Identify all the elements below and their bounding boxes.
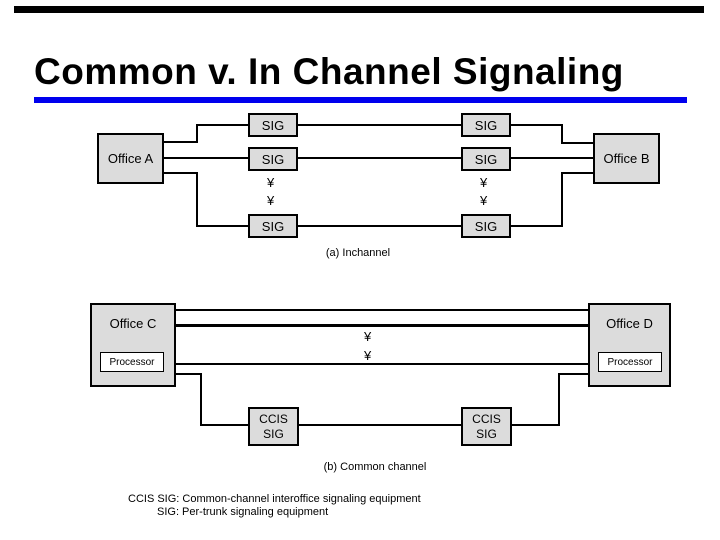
connector-line — [196, 225, 248, 227]
trunk-line — [176, 324, 588, 327]
office-b-label: Office B — [603, 151, 650, 166]
connector-line — [298, 225, 461, 227]
sig-box-right-3: SIG — [461, 214, 511, 238]
connector-line — [298, 157, 461, 159]
office-a-box: Office A — [97, 133, 164, 184]
office-b-box: Office B — [593, 133, 660, 184]
connector-line — [164, 141, 198, 143]
ccis-label: CCIS — [472, 411, 501, 426]
processor-box-right: Processor — [598, 352, 662, 372]
diagram-b-caption: (b) Common channel — [323, 461, 427, 473]
connector-line — [176, 373, 202, 375]
connector-line — [200, 373, 202, 426]
slide-title: Common v. In Channel Signaling — [34, 51, 624, 92]
ccis-sig-box-right: CCIS SIG — [461, 407, 512, 446]
office-d-box: Office D — [588, 303, 671, 387]
sig-label: SIG — [263, 426, 284, 441]
sig-label: SIG — [261, 218, 285, 234]
top-border-bar — [14, 6, 704, 13]
connector-line — [561, 124, 563, 144]
ellipsis-mark: ¥ — [364, 348, 372, 363]
connector-line — [511, 124, 563, 126]
connector-line — [299, 424, 461, 426]
connector-line — [200, 424, 248, 426]
office-a-label: Office A — [107, 151, 154, 166]
processor-box-left: Processor — [100, 352, 164, 372]
trunk-line — [176, 309, 588, 311]
connector-line — [164, 157, 248, 159]
connector-line — [561, 172, 593, 174]
diagram-a-caption: (a) Inchannel — [325, 247, 391, 259]
connector-line — [511, 225, 563, 227]
processor-label: Processor — [109, 356, 155, 368]
connector-line — [558, 373, 588, 375]
sig-label: SIG — [261, 117, 285, 133]
connector-line — [196, 172, 198, 227]
ccis-label: CCIS — [259, 411, 288, 426]
processor-label: Processor — [607, 356, 653, 368]
ellipsis-mark: ¥ — [480, 175, 488, 190]
sig-box-right-1: SIG — [461, 113, 511, 137]
title-underline — [34, 97, 687, 103]
ellipsis-mark: ¥ — [364, 329, 372, 344]
office-c-label: Office C — [109, 316, 157, 331]
sig-label: SIG — [476, 426, 497, 441]
sig-box-right-2: SIG — [461, 147, 511, 171]
trunk-line — [176, 363, 588, 365]
ccis-sig-box-left: CCIS SIG — [248, 407, 299, 446]
ellipsis-mark: ¥ — [267, 193, 275, 208]
connector-line — [558, 373, 560, 426]
ellipsis-mark: ¥ — [267, 175, 275, 190]
sig-box-left-1: SIG — [248, 113, 298, 137]
legend-line-sig: SIG: Per-trunk signaling equipment — [157, 506, 329, 518]
sig-label: SIG — [474, 117, 498, 133]
ellipsis-mark: ¥ — [480, 193, 488, 208]
sig-box-left-3: SIG — [248, 214, 298, 238]
connector-line — [561, 172, 563, 227]
connector-line — [298, 124, 461, 126]
connector-line — [511, 157, 593, 159]
connector-line — [561, 142, 593, 144]
sig-label: SIG — [261, 151, 285, 167]
connector-line — [196, 124, 248, 126]
sig-box-left-2: SIG — [248, 147, 298, 171]
sig-label: SIG — [474, 151, 498, 167]
legend-line-ccis: CCIS SIG: Common-channel interoffice sig… — [128, 493, 421, 505]
sig-label: SIG — [474, 218, 498, 234]
office-d-label: Office D — [606, 316, 653, 331]
office-c-box: Office C — [90, 303, 176, 387]
connector-line — [164, 172, 198, 174]
connector-line — [196, 124, 198, 143]
connector-line — [512, 424, 560, 426]
